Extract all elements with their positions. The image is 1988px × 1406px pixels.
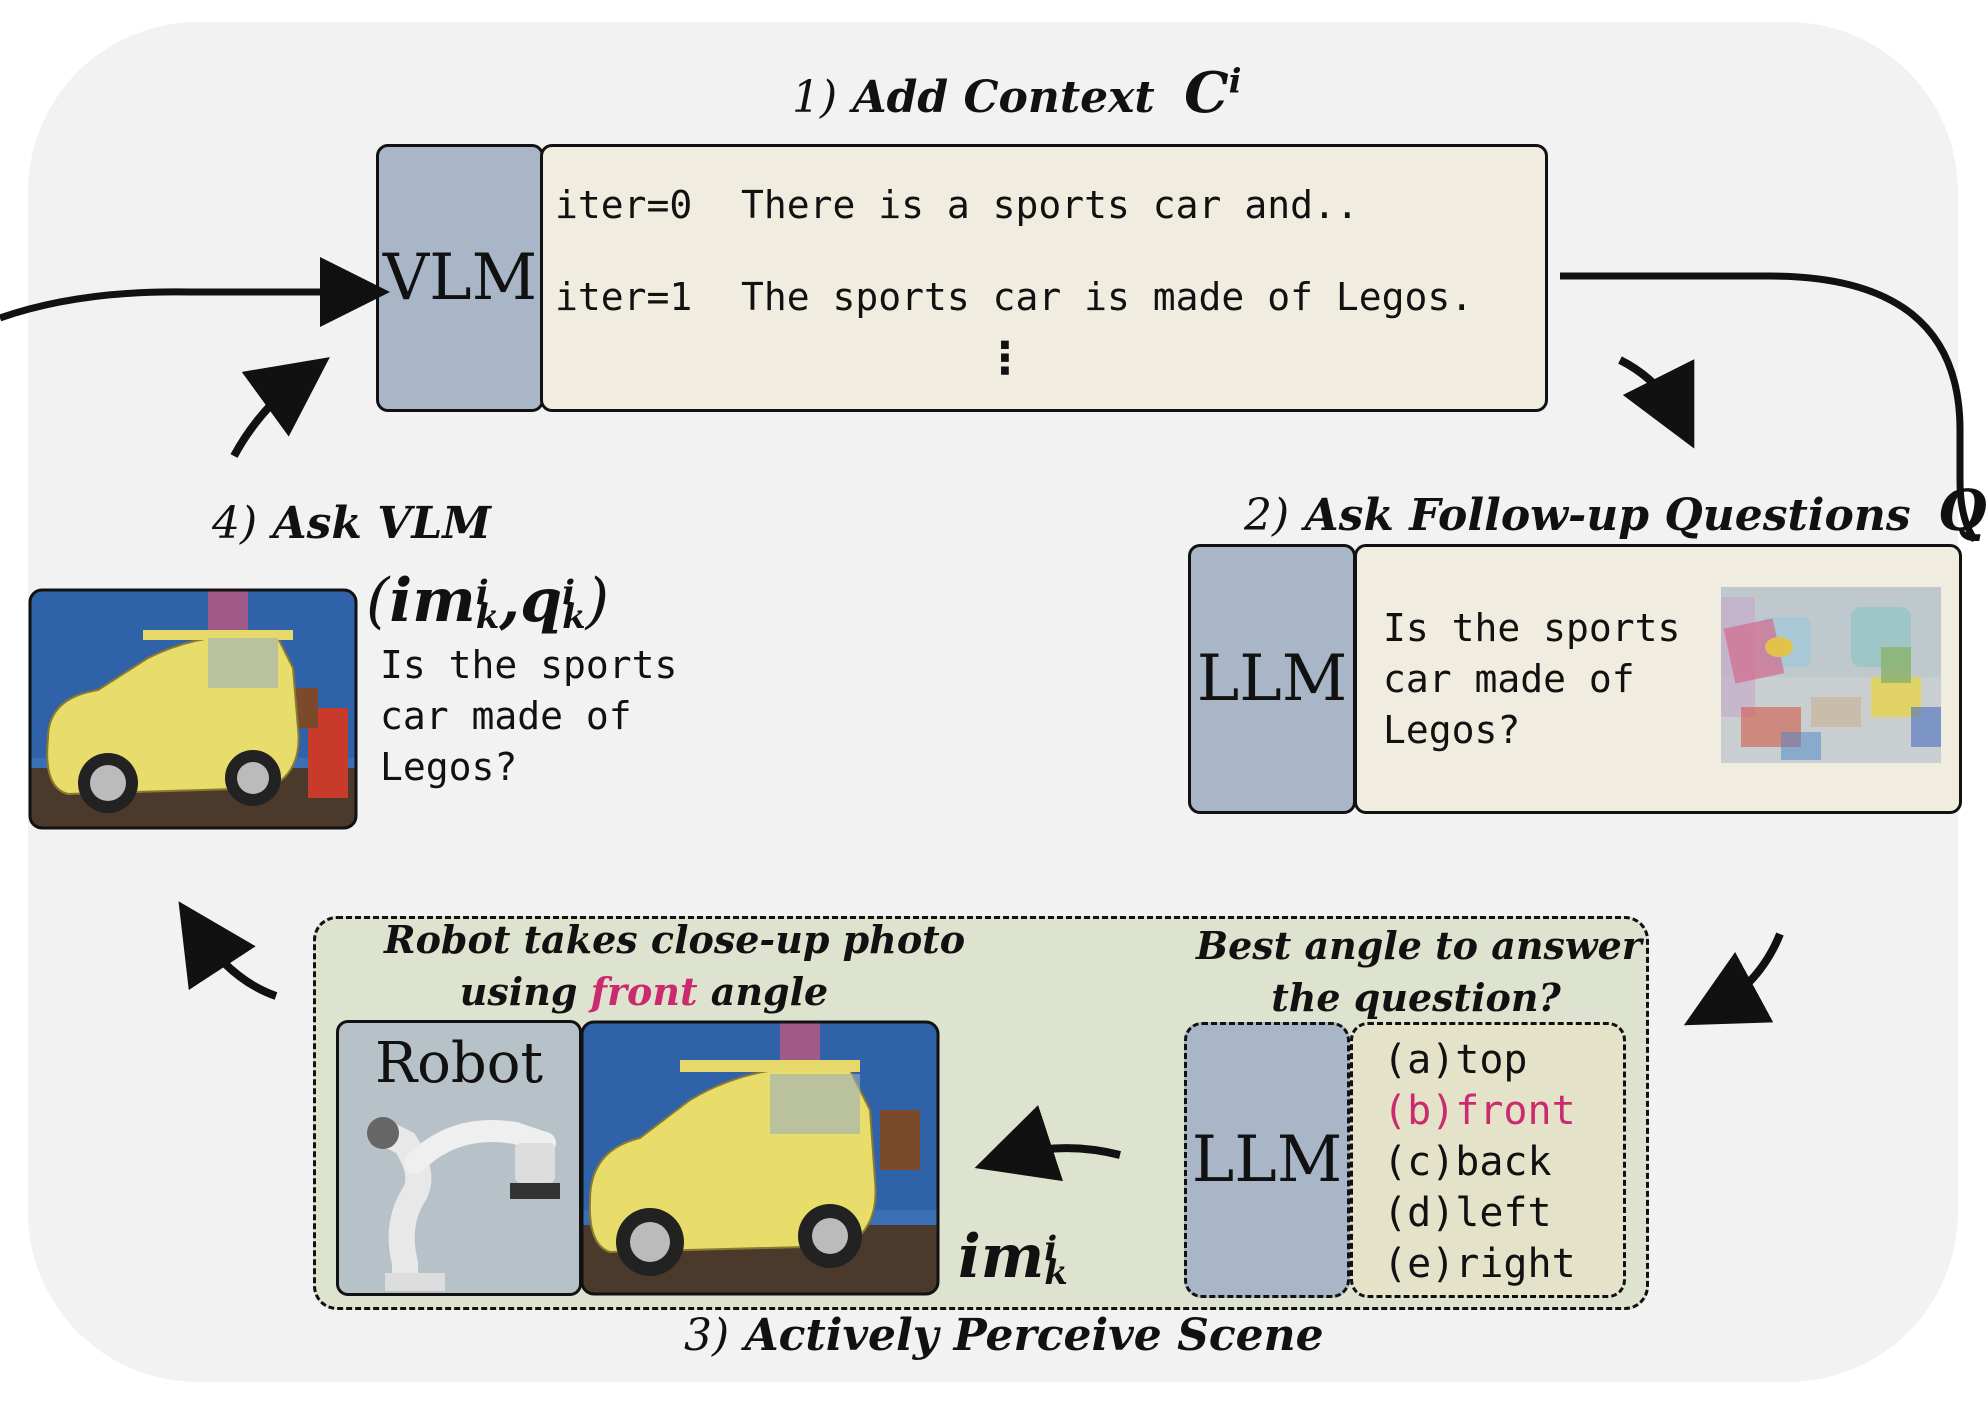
arrow-step1-to-step2: [1618, 356, 1695, 449]
angle-question-line-2: the question?: [1271, 975, 1561, 1020]
step4-title: 4) Ask VLM: [212, 498, 491, 549]
angle-question: Best angle to answer the question?: [1196, 920, 1642, 1024]
option-back: (c)back: [1383, 1139, 1552, 1185]
option-front: (b)front: [1383, 1088, 1576, 1134]
context-text: The sports car is made of Legos.: [741, 275, 1474, 319]
vlm-label: VLM: [382, 241, 538, 315]
option-left: (d)left: [1383, 1190, 1552, 1236]
iter-label: iter=1: [555, 275, 693, 319]
question-line-2: Legos?: [1383, 708, 1521, 752]
step4-number: 4): [212, 498, 258, 549]
step2-label: Ask Follow-up Questions: [1304, 490, 1911, 541]
highlighted-angle: front: [590, 969, 698, 1014]
robot-caption: Robot takes close-up photo using front a…: [384, 914, 966, 1018]
question-box: Is the sports car made of Legos?: [1354, 544, 1962, 814]
robot-label: Robot: [375, 1031, 543, 1096]
robot-caption-line-2: using front angle: [459, 969, 829, 1014]
question-line-0: Is the sports: [1383, 606, 1681, 650]
llm-label: LLM: [1191, 1123, 1343, 1197]
step2-number: 2): [1244, 490, 1290, 541]
arrow-llm-to-robot: [974, 1105, 1121, 1182]
scene-thumbnail: [1721, 587, 1941, 763]
option-top: (a)top: [1383, 1037, 1528, 1083]
llm-box-top: LLM: [1188, 544, 1356, 814]
car-photo-left: [28, 588, 358, 830]
robot-box: Robot: [336, 1020, 582, 1296]
vlm-question-line-1: car made of: [380, 694, 632, 738]
step2-title: 2) Ask Follow-up Questions Qi: [1244, 478, 1988, 544]
arrow-step3-to-step4: [178, 901, 278, 1000]
step1-label: Add Context: [852, 72, 1155, 123]
angle-options-box: (a)top (b)front (c)back (d)left (e)right: [1350, 1022, 1626, 1298]
close-up-photo: [580, 1020, 940, 1296]
vlm-box: VLM: [376, 144, 544, 412]
step3-title: 3) Actively Perceive Scene: [684, 1310, 1324, 1361]
llm-label: LLM: [1196, 642, 1348, 716]
vlm-question-line-0: Is the sports: [380, 643, 678, 687]
step4-label: Ask VLM: [272, 498, 492, 549]
angle-question-line-1: Best angle to answer: [1196, 923, 1642, 968]
step3-number: 3): [684, 1310, 730, 1361]
context-ellipsis: ⋮: [983, 333, 1027, 384]
robot-arm-illustration: [367, 1117, 560, 1291]
context-symbol: Ci: [1184, 60, 1242, 126]
arrow-step2-to-step3: [1683, 932, 1784, 1026]
question-line-1: car made of: [1383, 657, 1635, 701]
angle-options: (a)top (b)front (c)back (d)left (e)right: [1383, 1035, 1576, 1290]
vlm-question-text: Is the sports car made of Legos?: [380, 640, 677, 793]
loop-return-line: [1560, 272, 1978, 543]
arrow-step4-to-step1: [230, 357, 330, 458]
context-text: There is a sports car and..: [741, 183, 1359, 227]
step1-number: 1): [792, 72, 838, 123]
llm-box-bottom: LLM: [1184, 1022, 1350, 1298]
context-row-1: iter=1 The sports car is made of Legos.: [555, 275, 1473, 319]
step1-title: 1) Add Context Ci: [792, 60, 1242, 126]
iter-label: iter=0: [555, 183, 693, 227]
question-text: Is the sports car made of Legos?: [1383, 603, 1680, 756]
robot-caption-line-1: Robot takes close-up photo: [384, 917, 966, 962]
context-box: iter=0 There is a sports car and.. iter=…: [540, 144, 1548, 412]
step3-label: Actively Perceive Scene: [744, 1310, 1324, 1361]
option-right: (e)right: [1383, 1241, 1576, 1287]
vlm-question-line-2: Legos?: [380, 745, 518, 789]
context-row-0: iter=0 There is a sports car and..: [555, 183, 1359, 227]
input-arrow: [0, 257, 390, 327]
